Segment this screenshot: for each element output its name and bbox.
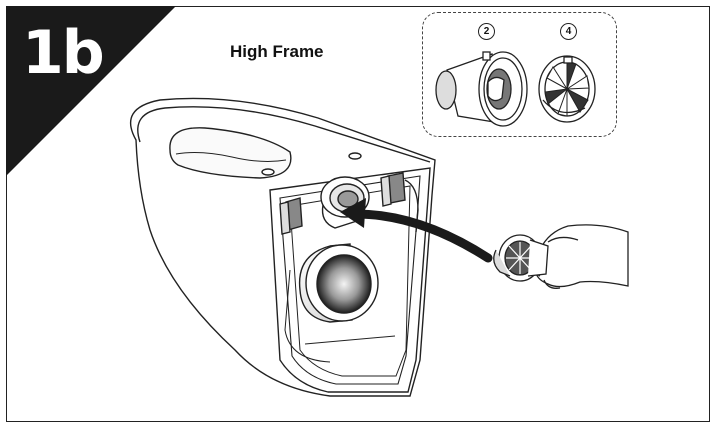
step-corner-badge	[6, 6, 176, 176]
step-number: 1b	[22, 18, 105, 88]
diagram-title: High Frame	[230, 42, 324, 61]
insert-arrow	[340, 198, 493, 263]
part-callout-2: 2	[478, 23, 495, 40]
hand-holding-valve	[493, 224, 629, 289]
parts-detail-box	[422, 12, 617, 137]
part-4-valve-disk	[538, 55, 596, 123]
part-callout-4: 4	[560, 23, 577, 40]
part-2-adapter-sleeve	[435, 51, 528, 127]
toilet-bowl	[129, 97, 436, 397]
